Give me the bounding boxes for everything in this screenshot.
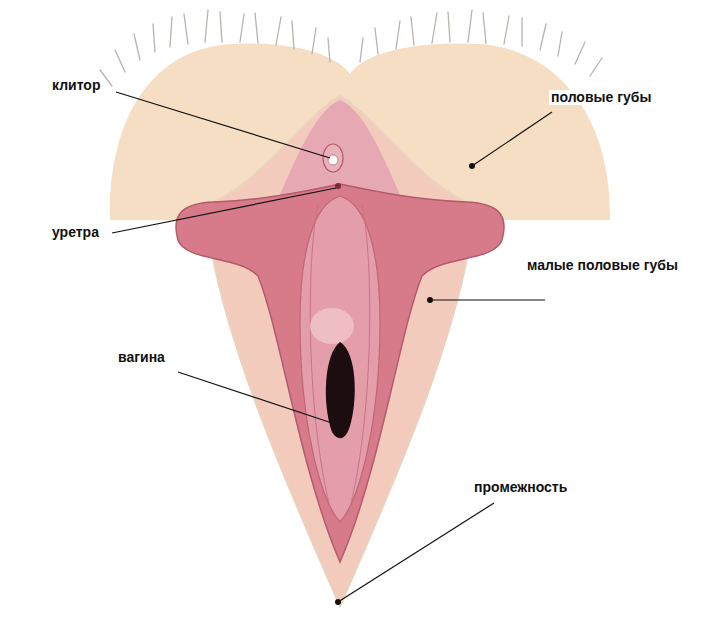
part-label: малые половые губы <box>525 258 680 273</box>
part-label: вагина <box>116 350 167 365</box>
part-label: уретра <box>50 225 101 240</box>
part-label: половые губы <box>549 90 653 105</box>
clitoris <box>328 155 338 165</box>
clitoral-hood <box>323 144 343 172</box>
vaginal-opening <box>326 342 355 438</box>
part-label: промежность <box>472 480 569 495</box>
part-label: клитор <box>50 78 102 93</box>
hymen <box>310 308 354 344</box>
hair <box>100 10 602 86</box>
vestibule <box>300 196 380 522</box>
leader-lines <box>112 92 552 602</box>
labia-minora <box>176 184 504 562</box>
fold-line <box>310 205 332 515</box>
leader-dots <box>335 163 475 605</box>
